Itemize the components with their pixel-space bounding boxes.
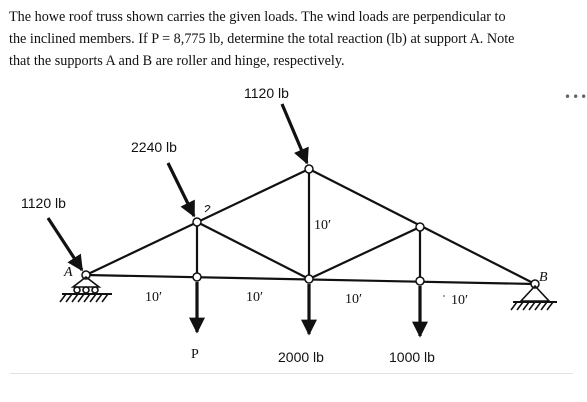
problem-line-3: that the supports A and B are roller and… [9,53,345,69]
diagonal-2 [308,226,421,280]
label-right-panel-load: 1000 lb [389,349,435,365]
dim-panel-1: 10′ [145,290,162,305]
dim-panel-2: 10′ [246,290,263,305]
label-center-load: 2000 lb [278,349,324,365]
label-left-support-load: 1120 lb [21,195,66,211]
roller-support-a [59,275,112,303]
dim-panel-4: 10′ [451,293,468,308]
dim-vertical: 10′ [314,218,331,233]
joint-peak [304,164,314,174]
joint-top-left [192,217,202,227]
label-peak-load: 1120 lb [244,85,289,101]
more-options-icon[interactable]: ••• [564,90,587,104]
arrow-peak-load [280,103,309,165]
divider [10,373,573,374]
arrow-upper-left-load [166,162,196,218]
truss-members [85,168,536,286]
load-arrows [46,103,428,338]
label-p-load: P [191,347,199,362]
joint-top-right [415,222,425,232]
dim-panel-3: 10′ [345,292,362,307]
joints [81,164,540,289]
label-support-b: B [539,270,548,285]
joint-bottom-2 [304,274,314,284]
hinge-support-b [510,284,557,311]
wind-angle-mark [204,205,211,213]
diagonal-1 [196,221,310,280]
label-support-a: A [63,265,73,280]
stray-dot [443,295,445,297]
problem-statement: The howe roof truss shown carries the gi… [9,6,581,72]
joint-b [530,279,540,289]
arrow-left-support-load [46,217,84,272]
label-upper-left-load: 2240 lb [131,139,177,155]
joint-bottom-3 [415,276,425,286]
problem-line-2: the inclined members. If P = 8,775 lb, d… [9,31,515,47]
problem-line-1: The howe roof truss shown carries the gi… [9,9,506,25]
joint-a [81,270,91,280]
joint-bottom-1 [192,272,202,282]
